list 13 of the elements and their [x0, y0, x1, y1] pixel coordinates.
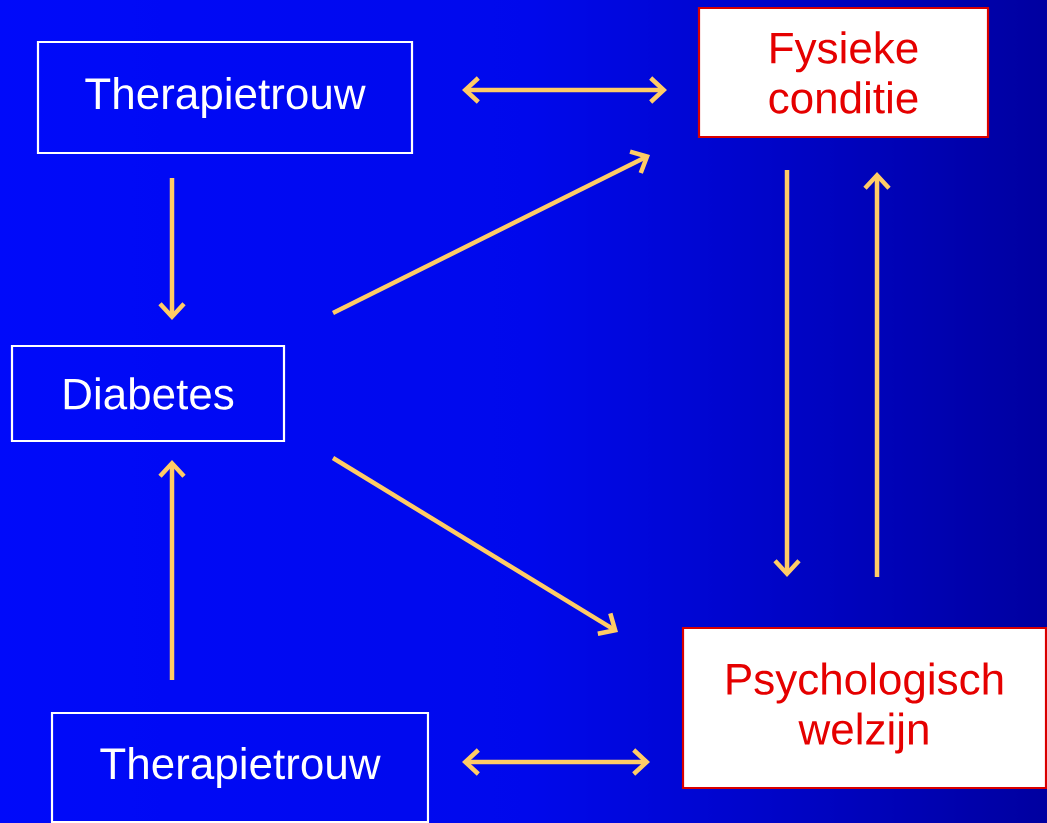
- arrow: [331, 456, 618, 636]
- arrow: [863, 172, 891, 577]
- concept-box: Therapietrouw: [50, 711, 430, 823]
- concept-box: Therapietrouw: [36, 40, 414, 155]
- arrow: [158, 178, 186, 320]
- arrow: [462, 76, 667, 104]
- arrow: [462, 748, 650, 776]
- concept-box: Diabetes: [10, 344, 286, 443]
- concept-box: Fysieke conditie: [697, 6, 990, 139]
- arrow: [158, 460, 186, 680]
- arrow: [332, 149, 650, 316]
- concept-box: Psychologisch welzijn: [681, 626, 1047, 790]
- arrow: [773, 170, 801, 577]
